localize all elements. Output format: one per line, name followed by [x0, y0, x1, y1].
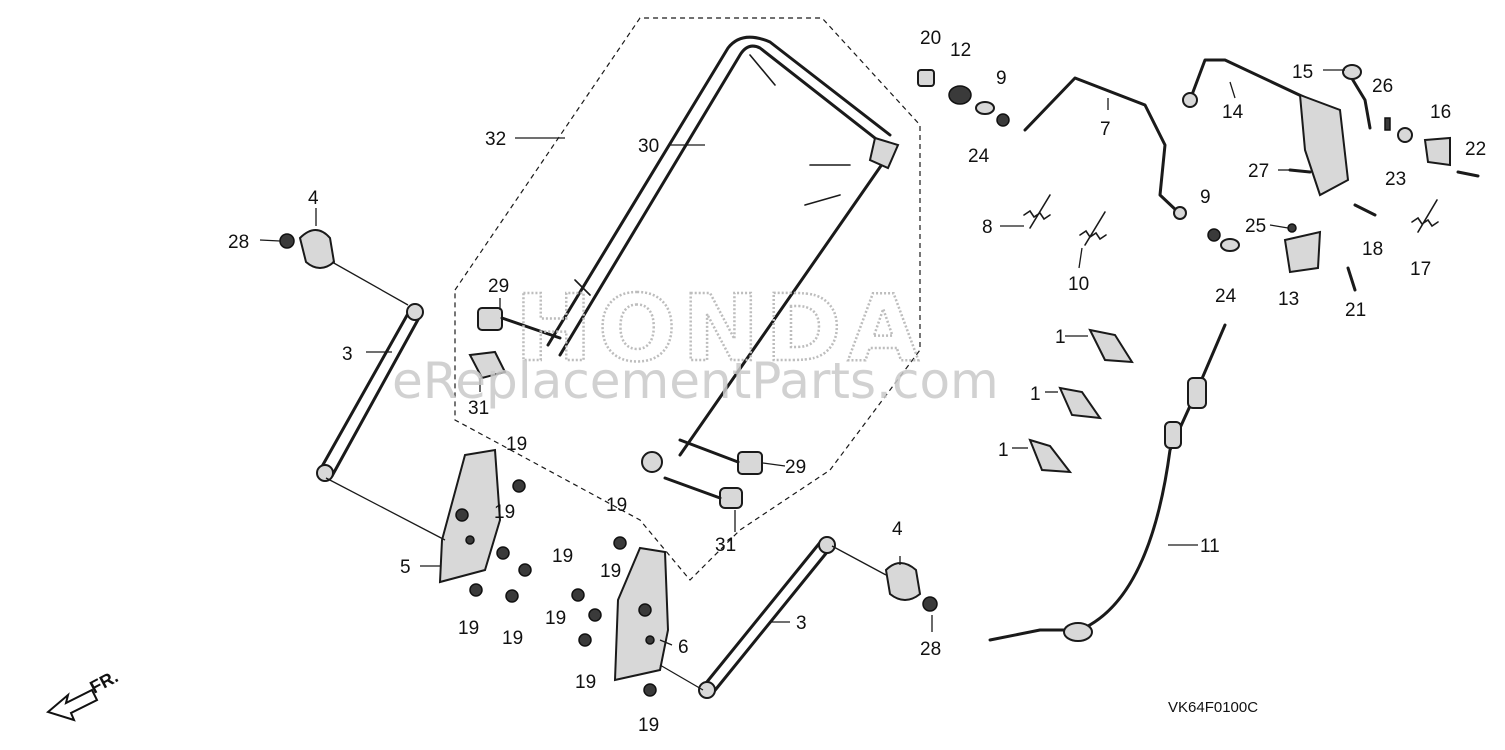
lower-handle-right[interactable] [698, 536, 836, 699]
callout-4-left: 4 [308, 188, 319, 209]
spring-17[interactable] [1411, 199, 1439, 233]
callout-24-upper: 24 [968, 146, 990, 167]
lever-7[interactable] [1023, 76, 1187, 220]
bracket-6[interactable] [613, 546, 704, 691]
callout-19-i: 19 [575, 672, 596, 693]
upper-handle[interactable] [546, 35, 900, 473]
callout-31-upper: 31 [468, 398, 489, 419]
callout-25: 25 [1245, 216, 1266, 237]
lower-handle-left[interactable] [316, 303, 424, 482]
callout-21: 21 [1345, 300, 1366, 321]
spring-8[interactable] [1023, 194, 1051, 229]
pivot-12[interactable] [948, 85, 972, 105]
callout-15: 15 [1292, 62, 1313, 83]
diagram-code: VK64F0100C [1168, 699, 1258, 716]
callout-3-right: 3 [796, 613, 807, 634]
callout-19-j: 19 [638, 715, 659, 736]
nut-31-upper[interactable] [468, 350, 507, 380]
callout-8: 8 [982, 217, 993, 238]
cable-end-15[interactable] [1342, 64, 1372, 130]
screw-27[interactable] [1288, 168, 1312, 174]
callout-9-upper: 9 [996, 68, 1007, 89]
leader-lines [259, 69, 1345, 646]
lever-14[interactable] [1182, 58, 1350, 197]
bracket-5[interactable] [325, 448, 502, 584]
callout-32: 32 [485, 129, 506, 150]
callout-13: 13 [1278, 289, 1299, 310]
callout-9-lower: 9 [1200, 187, 1211, 208]
callout-30: 30 [638, 136, 659, 157]
bolt-29-lower[interactable] [678, 438, 763, 475]
callout-27: 27 [1248, 161, 1269, 182]
callout-19-g: 19 [600, 561, 621, 582]
callout-24-lower: 24 [1215, 286, 1237, 307]
callout-1-b: 1 [1030, 384, 1041, 405]
nuts-19[interactable] [469, 479, 657, 697]
cable-clip-1-b[interactable] [1058, 386, 1103, 420]
callout-19-d: 19 [458, 618, 479, 639]
callout-19-f: 19 [606, 495, 627, 516]
callout-29-upper: 29 [488, 276, 509, 297]
callout-7: 7 [1100, 119, 1111, 140]
throttle-cable-11[interactable] [988, 323, 1227, 642]
callout-14: 14 [1222, 102, 1244, 123]
callout-23: 23 [1385, 169, 1406, 190]
callout-3-left: 3 [342, 344, 353, 365]
collar-23[interactable] [1397, 127, 1413, 143]
cable-clip-1-a[interactable] [1088, 328, 1134, 364]
callout-16: 16 [1430, 102, 1451, 123]
knob-4-left[interactable] [298, 229, 409, 306]
bolt-22[interactable] [1456, 170, 1480, 178]
bolt-21[interactable] [1346, 266, 1357, 292]
bolt-29-upper[interactable] [477, 307, 562, 340]
callout-5: 5 [400, 557, 411, 578]
nut-28-left[interactable] [279, 233, 295, 249]
callout-1-c: 1 [998, 440, 1009, 461]
bolt-18[interactable] [1353, 203, 1377, 217]
nut-9-lower[interactable] [1207, 228, 1221, 242]
assembly-outline-32 [454, 17, 921, 581]
callout-19-b: 19 [494, 502, 515, 523]
callout-12: 12 [950, 40, 971, 61]
front-direction-arrow-icon: FR. [45, 666, 121, 722]
callout-26: 26 [1372, 76, 1393, 97]
watermark-logo: HONDA [515, 275, 925, 382]
callout-19-a: 19 [506, 434, 527, 455]
callout-20: 20 [920, 28, 941, 49]
clip-16[interactable] [1423, 136, 1451, 167]
callout-19-h: 19 [545, 608, 566, 629]
watermark-site: eReplacementParts.com [392, 352, 999, 410]
callout-17: 17 [1410, 259, 1431, 280]
pin-26[interactable] [1384, 117, 1391, 131]
nut-31-lower[interactable] [663, 476, 743, 509]
callout-4-right: 4 [892, 519, 903, 540]
callout-1-a: 1 [1055, 327, 1066, 348]
callout-19-c: 19 [552, 546, 573, 567]
holder-13[interactable] [1283, 230, 1322, 274]
callout-11: 11 [1200, 536, 1220, 557]
nut-9-upper[interactable] [996, 113, 1010, 127]
callout-31-lower: 31 [715, 535, 736, 556]
callout-6: 6 [678, 637, 689, 658]
pin-25[interactable] [1287, 223, 1297, 233]
washer-24-upper[interactable] [975, 101, 995, 115]
callout-18: 18 [1362, 239, 1383, 260]
callout-28-left: 28 [228, 232, 249, 253]
nut-28-right[interactable] [922, 596, 938, 612]
callout-28-right: 28 [920, 639, 941, 660]
knob-4-right[interactable] [831, 545, 922, 601]
washer-24-lower[interactable] [1220, 238, 1240, 252]
callout-29-lower: 29 [785, 457, 806, 478]
callout-10: 10 [1068, 274, 1089, 295]
spring-10[interactable] [1079, 211, 1107, 246]
callout-19-e: 19 [502, 628, 523, 649]
cable-clip-1-c[interactable] [1028, 438, 1073, 474]
callout-22: 22 [1465, 139, 1486, 160]
collar-20[interactable] [917, 69, 935, 87]
